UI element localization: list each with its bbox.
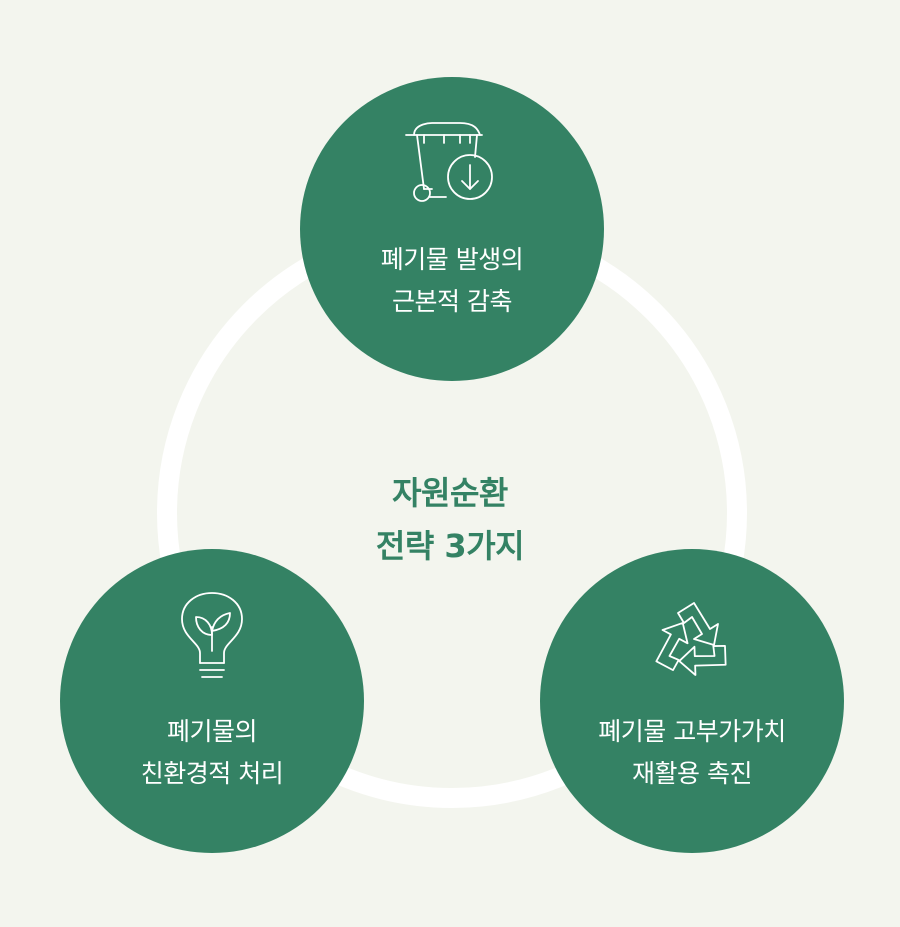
- center-title: 자원순환 전략 3가지: [300, 467, 600, 573]
- strategy-eco-treatment: 폐기물의 친환경적 처리: [60, 549, 364, 853]
- recycle-arrows-icon: [642, 591, 742, 691]
- center-title-line-1: 자원순환: [392, 474, 508, 512]
- strategy-label-line-2: 재활용 촉진: [632, 759, 752, 788]
- strategy-label: 폐기물 고부가가치 재활용 촉진: [550, 711, 834, 795]
- strategy-label-line-1: 폐기물 발생의: [380, 245, 524, 274]
- strategy-label: 폐기물 발생의 근본적 감축: [310, 239, 594, 323]
- lightbulb-leaf-icon: [162, 591, 262, 691]
- strategy-label-line-2: 근본적 감축: [392, 287, 512, 316]
- strategy-reduction: 폐기물 발생의 근본적 감축: [300, 77, 604, 381]
- waste-bin-down-arrow-icon: [402, 119, 502, 219]
- strategy-label: 폐기물의 친환경적 처리: [70, 711, 354, 795]
- strategy-recycling: 폐기물 고부가가치 재활용 촉진: [540, 549, 844, 853]
- center-title-line-2: 전략 3가지: [375, 527, 525, 565]
- strategy-label-line-2: 친환경적 처리: [140, 759, 284, 788]
- strategy-label-line-1: 폐기물의: [166, 717, 258, 746]
- strategy-label-line-1: 폐기물 고부가가치: [598, 717, 786, 746]
